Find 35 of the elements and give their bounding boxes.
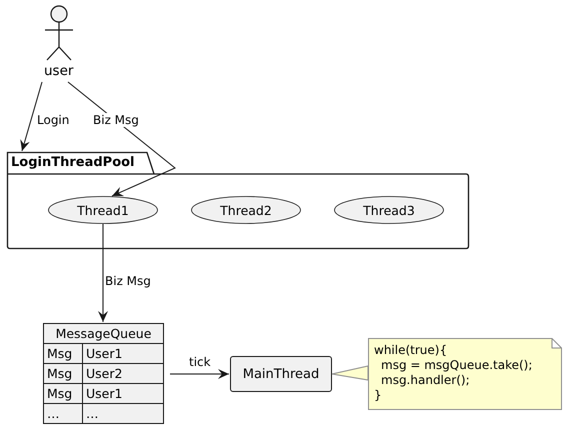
table-cell: Msg <box>44 364 82 384</box>
process-box <box>230 356 332 392</box>
package-title: LoginThreadPool <box>11 155 135 170</box>
code-line: msg.handler(); <box>381 373 470 388</box>
table-cell: User1 <box>82 384 164 404</box>
ellipse-node <box>48 196 158 224</box>
code-line: } <box>374 388 382 403</box>
code-line: msg = msgQueue.take(); <box>381 358 532 373</box>
node-label: Thread2 <box>220 202 272 218</box>
table-cell: … <box>82 404 164 424</box>
code-line: while(true){ <box>374 343 448 358</box>
arrow <box>20 82 42 152</box>
note-connector <box>332 365 368 381</box>
arrow <box>98 224 108 322</box>
table-cell: Msg <box>44 344 82 364</box>
table-cell: Msg <box>44 384 82 404</box>
ellipse-node <box>191 196 301 224</box>
table-header: MessageQueue <box>44 324 164 344</box>
edge-label: Biz Msg <box>104 274 152 288</box>
node-label: Thread3 <box>363 202 415 218</box>
edge-label: Login <box>36 113 70 127</box>
package-frame <box>7 152 469 249</box>
ellipse-node <box>334 196 444 224</box>
table-cell: User2 <box>82 364 164 384</box>
queue-table <box>43 323 164 424</box>
node-label: MainThread <box>242 366 320 382</box>
arrow <box>68 82 176 196</box>
table-cell: … <box>44 404 82 424</box>
table-cell: User1 <box>82 344 164 364</box>
note-box <box>368 338 562 410</box>
node-label: Thread1 <box>77 202 129 218</box>
edge-label: tick <box>188 355 212 369</box>
arrow <box>170 369 230 379</box>
edge-label: Biz Msg <box>92 113 140 127</box>
actor-label: user <box>44 63 74 79</box>
